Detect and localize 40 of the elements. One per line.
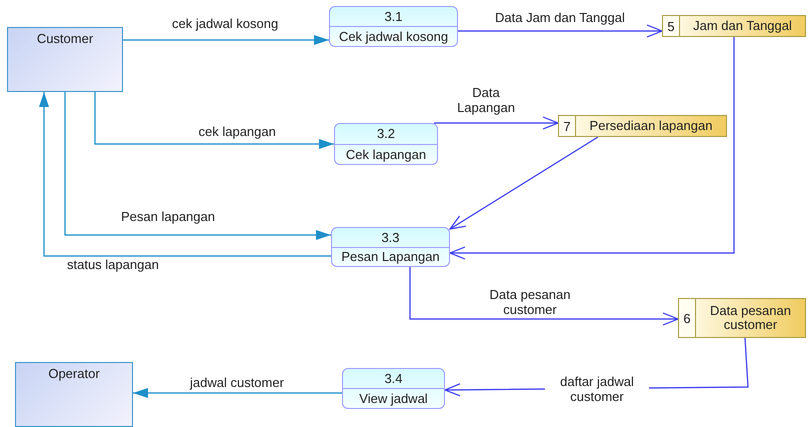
process-number: 3.1 — [330, 7, 457, 27]
data-flow-arrow — [449, 37, 735, 260]
entity-name: Operator — [48, 366, 100, 381]
edge-label: cek jadwal kosong — [170, 17, 280, 32]
edge-label: Pesan lapangan — [119, 210, 217, 225]
edge-label: jadwal customer — [188, 376, 286, 391]
data-flow-arrow — [39, 92, 331, 257]
process-number: 3.2 — [335, 124, 437, 144]
process-box — [342, 368, 445, 409]
process-name: Cek lapangan — [344, 146, 428, 164]
process-number: 3.3 — [332, 228, 449, 248]
data-flow-arrow — [123, 35, 329, 45]
store-number: 6 — [679, 299, 696, 337]
external-entity-box — [15, 362, 133, 427]
edge-label: cek lapangan — [196, 125, 278, 140]
data-flow-arrow — [434, 116, 559, 130]
process-number: 3.4 — [343, 369, 444, 389]
data-flow-arrow — [94, 92, 334, 149]
store-name: Data pesanan customer — [709, 302, 792, 334]
data-store-box — [662, 15, 806, 37]
data-store-box — [558, 115, 727, 137]
process-name: Cek jadwal kosong — [338, 28, 450, 46]
edge-label: Data Jam dan Tanggal — [493, 11, 627, 26]
process-name: View jadwal — [358, 390, 429, 408]
process-name: Pesan Lapangan — [340, 248, 441, 266]
process-box — [329, 6, 458, 47]
entity-name: Customer — [36, 31, 94, 46]
store-number: 5 — [663, 16, 680, 36]
store-name: Jam dan Tanggal — [692, 16, 793, 35]
data-flow-arrow — [64, 92, 331, 240]
process-box — [331, 227, 450, 267]
external-entity-box — [7, 27, 123, 92]
store-name: Persediaan lapangan — [588, 116, 714, 135]
data-flow-arrow — [133, 388, 342, 398]
data-flow-arrow — [449, 136, 598, 230]
data-store-box — [678, 298, 806, 338]
edge-label: status lapangan — [65, 258, 161, 273]
process-box — [334, 123, 438, 165]
data-flow-arrow — [458, 24, 663, 38]
data-flow-arrow — [409, 267, 679, 326]
